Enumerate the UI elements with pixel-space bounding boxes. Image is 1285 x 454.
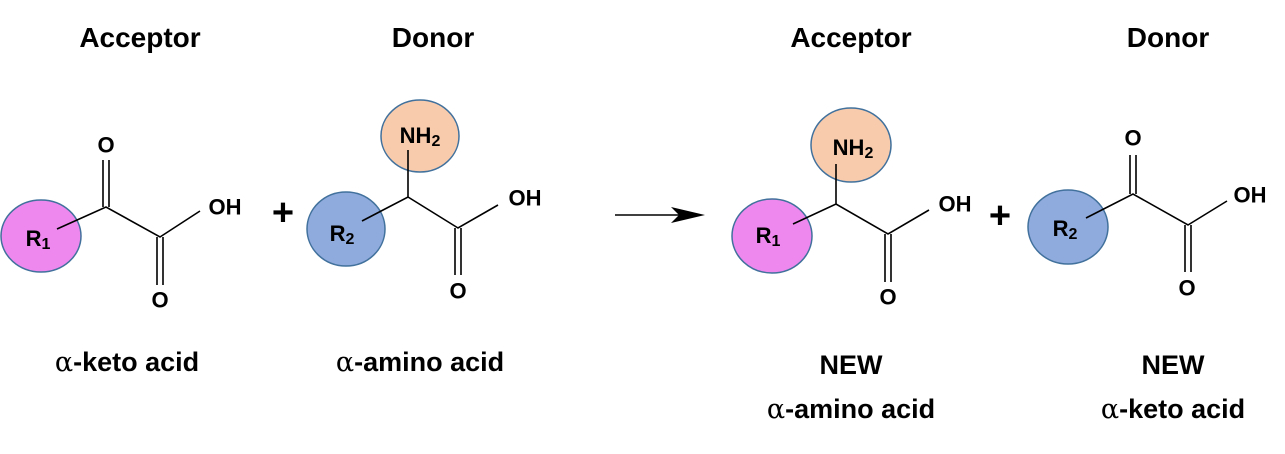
hydroxyl-label: OH [509,186,542,211]
hydroxyl-label: OH [1234,183,1267,208]
oxygen-label: O [1178,276,1195,301]
oxygen-label: O [151,288,168,313]
amine-label: NH2 [400,123,441,150]
r2-label: R2 [330,221,355,248]
amino-group [810,107,892,183]
molecule-alpha-keto-acid-r1: R1 O O OH [0,133,242,313]
hydroxyl-label: OH [209,195,242,220]
r1-group [731,198,813,274]
amino-group [380,99,460,173]
r1-group [0,199,82,273]
r2-label: R2 [1053,216,1078,243]
oxygen-label: O [1124,126,1141,151]
r1-label: R1 [26,226,51,253]
heading-donor-product: Donor [1127,22,1210,53]
label-new-amino: NEW [820,350,884,380]
hydroxyl-label: OH [939,192,972,217]
heading-acceptor-reactant: Acceptor [79,22,200,53]
r2-group [1027,189,1109,265]
plus-sign: + [272,192,294,234]
plus-sign: + [989,195,1011,237]
r1-label: R1 [756,223,781,250]
r2-group [306,191,386,267]
reaction-arrow [615,207,705,223]
oxygen-label: O [449,279,466,304]
molecule-alpha-amino-acid-r2: NH2 R2 O OH [306,99,542,304]
label-alpha-amino-acid: α-amino acid [336,347,504,378]
label-new-alpha-amino-acid: α-amino acid [767,394,935,425]
label-alpha-keto-acid: α-keto acid [55,347,199,378]
label-new-alpha-keto-acid: α-keto acid [1101,394,1245,425]
amine-label: NH2 [833,135,874,162]
heading-donor-reactant: Donor [392,22,475,53]
molecule-new-alpha-amino-acid-r1: NH2 R1 O OH [731,107,972,310]
oxygen-label: O [97,133,114,158]
oxygen-label: O [879,285,896,310]
molecule-new-alpha-keto-acid-r2: R2 O O OH [1027,126,1267,301]
label-new-keto: NEW [1142,350,1206,380]
heading-acceptor-product: Acceptor [790,22,911,53]
